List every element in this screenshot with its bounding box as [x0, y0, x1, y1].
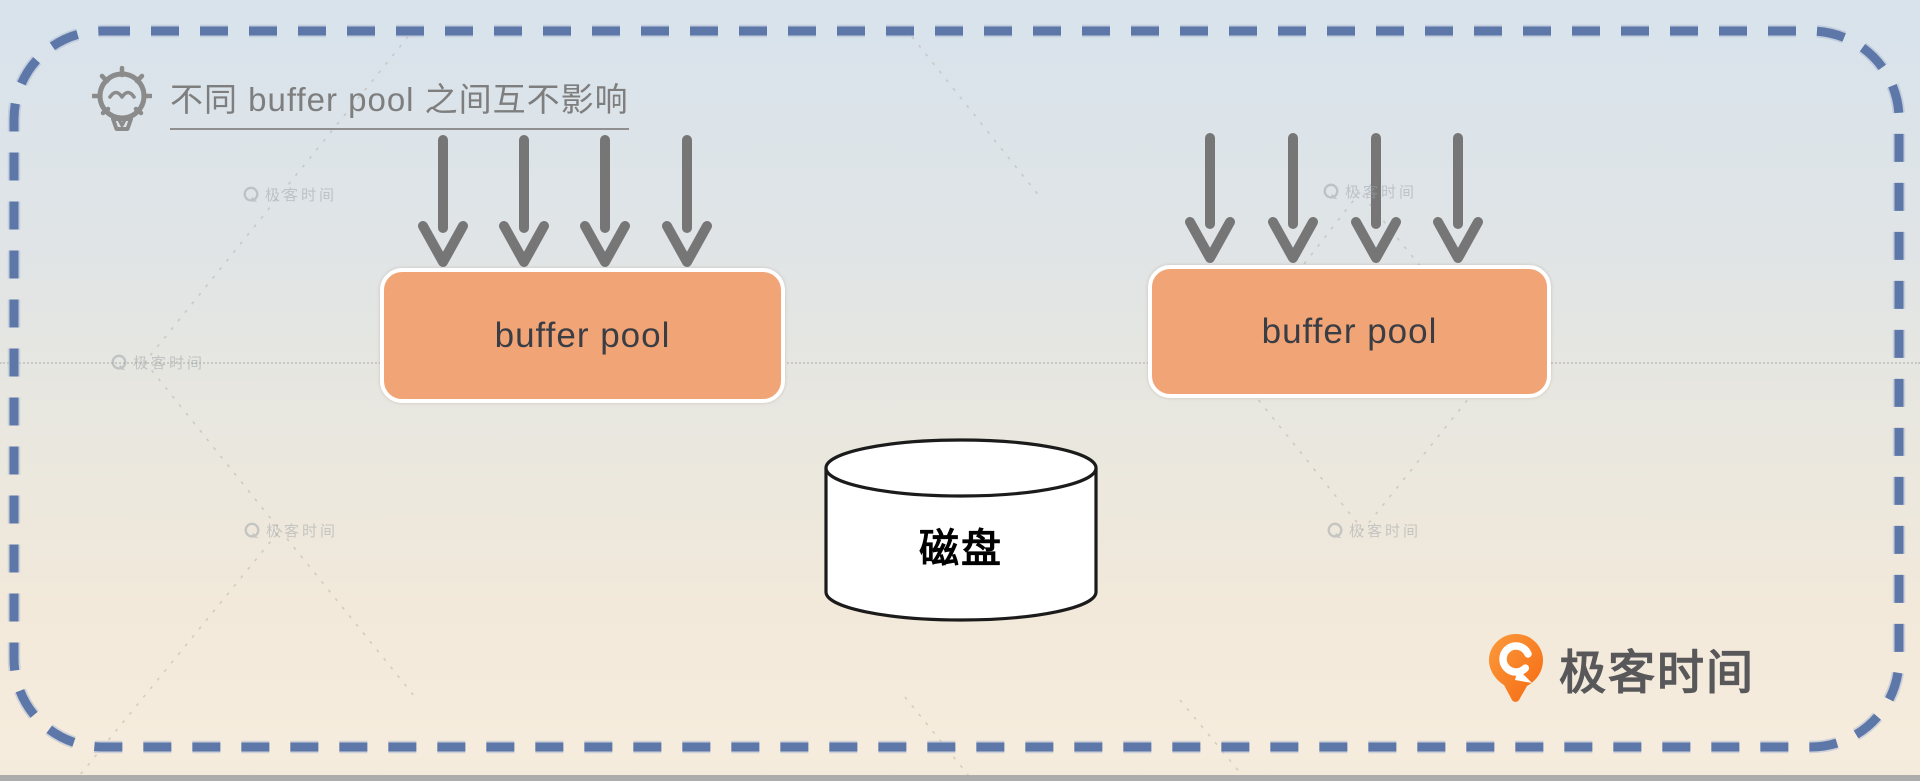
lightbulb-icon — [92, 66, 152, 131]
down-arrow-icon — [1185, 133, 1235, 263]
buffer-pool-label: buffer pool — [1261, 311, 1438, 351]
geektime-logo-text: 极客时间 — [1559, 645, 1755, 699]
watermark: 极客时间 — [1326, 520, 1421, 541]
watermark-icon — [243, 186, 259, 202]
watermark-text: 极客时间 — [133, 355, 206, 372]
watermark: 极客时间 — [110, 352, 205, 373]
tip-text: 不同 buffer pool 之间互不影响 — [170, 73, 629, 130]
buffer-pool-box-left: buffer pool — [380, 268, 785, 403]
down-arrow-icon — [580, 135, 630, 267]
down-arrow-icon — [1351, 133, 1401, 263]
watermark-text: 极客时间 — [266, 523, 339, 540]
watermark: 极客时间 — [242, 184, 337, 205]
down-arrow-icon — [1268, 133, 1318, 263]
bottom-edge-bar — [0, 775, 1920, 781]
geektime-logo: 极客时间 — [1487, 632, 1755, 704]
cylinder-shape — [824, 438, 1098, 622]
down-arrow-icon — [662, 135, 712, 267]
disk-label: 磁盘 — [919, 527, 1003, 571]
dotted-guide-line — [0, 362, 1920, 364]
watermark: 极客时间 — [243, 520, 338, 541]
geektime-logo-icon — [1489, 634, 1543, 702]
watermark-text: 极客时间 — [1345, 184, 1418, 201]
watermark-text: 极客时间 — [1349, 523, 1422, 540]
watermark-text: 极客时间 — [265, 187, 338, 204]
watermark: 极客时间 — [1322, 181, 1417, 202]
down-arrow-icon — [418, 135, 468, 267]
down-arrow-icon — [499, 135, 549, 267]
watermark-icon — [1327, 522, 1343, 538]
watermark-icon — [111, 354, 127, 370]
buffer-pool-label: buffer pool — [494, 315, 671, 355]
down-arrows — [418, 133, 1483, 267]
watermark-icon — [1323, 183, 1339, 199]
tip-note: 不同 buffer pool 之间互不影响 — [92, 66, 629, 136]
disk-cylinder: 磁盘 — [823, 436, 1099, 624]
down-arrow-icon — [1433, 133, 1483, 263]
buffer-pool-box-right: buffer pool — [1148, 265, 1551, 398]
watermark-icon — [244, 522, 260, 538]
